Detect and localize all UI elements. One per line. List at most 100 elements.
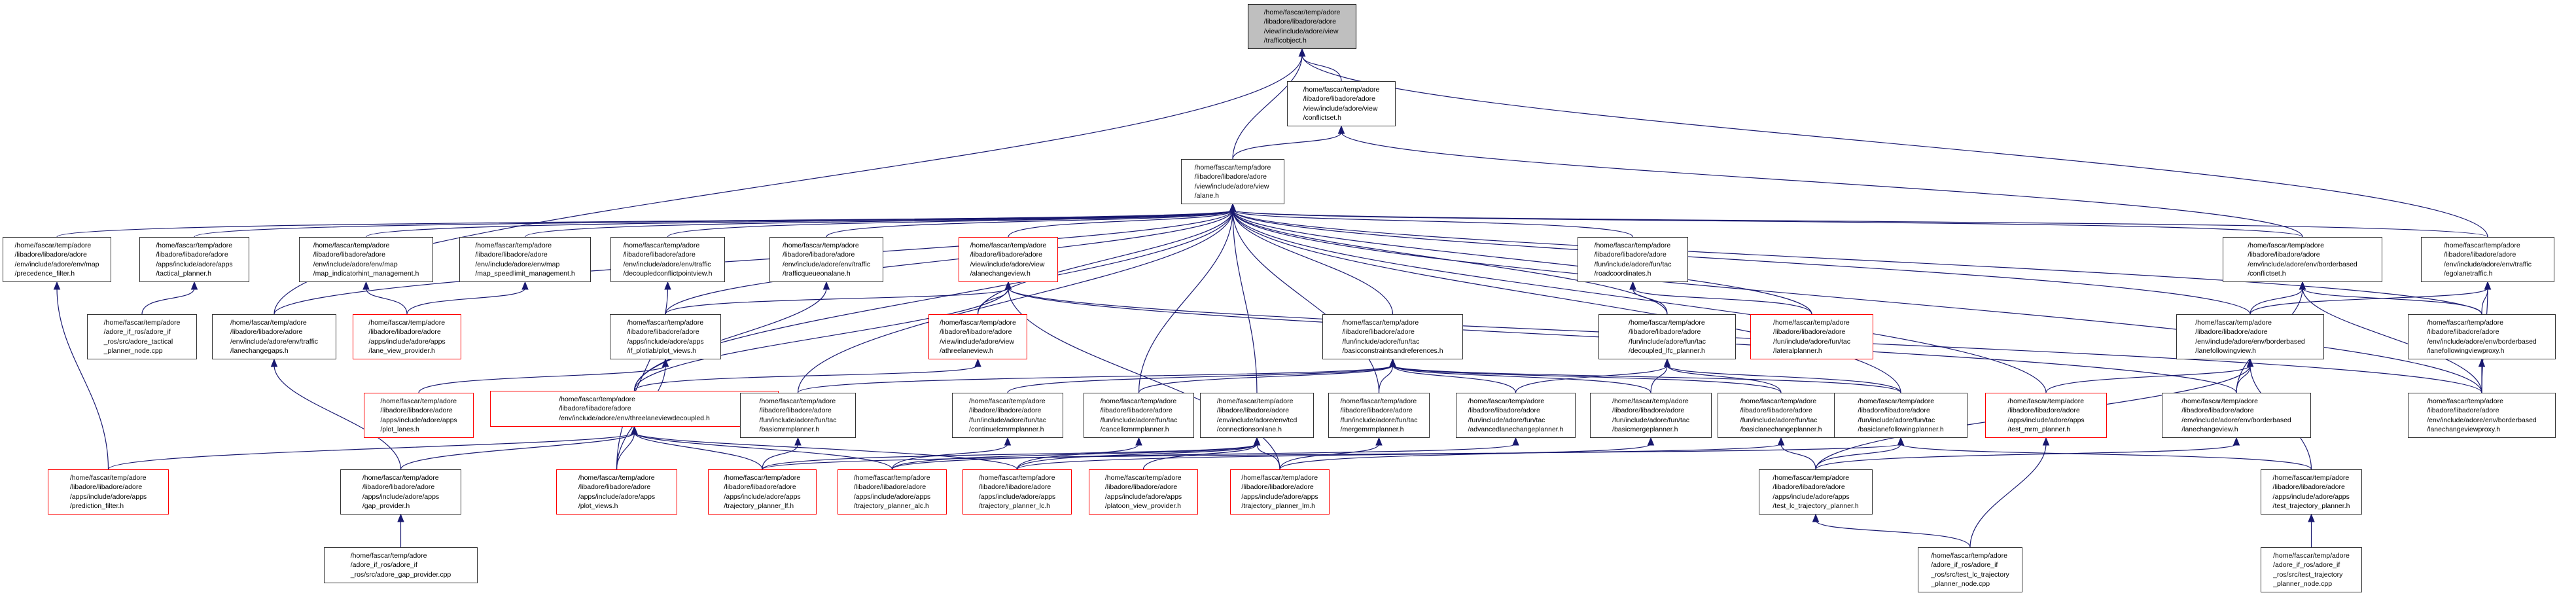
node-label: /home/fascar/temp/adore /libadore/libado…: [1263, 8, 1341, 45]
node-label: /home/fascar/temp/adore /libadore/libado…: [313, 241, 419, 278]
graph-node-basicconstraints[interactable]: /home/fascar/temp/adore /libadore/libado…: [1322, 314, 1463, 359]
node-label: /home/fascar/temp/adore /libadore/libado…: [759, 397, 837, 434]
graph-node-alane[interactable]: /home/fascar/temp/adore /libadore/libado…: [1181, 159, 1284, 204]
graph-node-athreelaneview[interactable]: /home/fascar/temp/adore /libadore/libado…: [928, 314, 1027, 359]
graph-node-test-lc-trajectory-planner[interactable]: /home/fascar/temp/adore /libadore/libado…: [1759, 469, 1873, 515]
dependency-edge: [1138, 365, 1394, 393]
arrowhead-icon: [1375, 437, 1383, 446]
graph-node-if-plotlab-plot-views[interactable]: /home/fascar/temp/adore /libadore/libado…: [610, 314, 721, 359]
dependency-edge: [141, 287, 195, 315]
graph-node-basiclanefollowingplanner[interactable]: /home/fascar/temp/adore /libadore/libado…: [1834, 393, 1967, 438]
dependency-edge: [1780, 443, 1816, 470]
graph-node-threelaneviewdecoupled[interactable]: /home/fascar/temp/adore /libadore/libado…: [490, 391, 779, 427]
dependency-edge: [273, 365, 402, 470]
arrowhead-icon: [362, 281, 370, 290]
graph-node-lateralplanner[interactable]: /home/fascar/temp/adore /libadore/libado…: [1750, 314, 1873, 359]
dependency-edge: [1232, 209, 1901, 393]
graph-node-lanechangeviewproxy[interactable]: /home/fascar/temp/adore /libadore/libado…: [2408, 393, 2556, 438]
graph-node-lanefollowingviewproxy[interactable]: /home/fascar/temp/adore /libadore/libado…: [2408, 314, 2556, 359]
graph-node-lane-view-provider[interactable]: /home/fascar/temp/adore /libadore/libado…: [353, 314, 461, 359]
graph-node-lanefollowingview[interactable]: /home/fascar/temp/adore /libadore/libado…: [2176, 314, 2324, 359]
graph-node-basiclanechangeplanner[interactable]: /home/fascar/temp/adore /libadore/libado…: [1718, 393, 1844, 438]
graph-node-basicmergeplanner[interactable]: /home/fascar/temp/adore /libadore/libado…: [1590, 393, 1712, 438]
graph-node-continuelcmrmplanner[interactable]: /home/fascar/temp/adore /libadore/libado…: [952, 393, 1063, 438]
graph-node-precedence-filter[interactable]: /home/fascar/temp/adore /libadore/libado…: [3, 237, 111, 282]
graph-node-alanechangeview[interactable]: /home/fascar/temp/adore /libadore/libado…: [959, 237, 1058, 282]
graph-node-test-mrm-planner[interactable]: /home/fascar/temp/adore /libadore/libado…: [1985, 393, 2107, 438]
node-label: /home/fascar/temp/adore /libadore/libado…: [1216, 397, 1297, 434]
dependency-edge: [1232, 132, 1342, 160]
dependency-edge: [1279, 443, 1380, 470]
graph-node-conflictset-view[interactable]: /home/fascar/temp/adore /libadore/libado…: [1287, 81, 1396, 126]
dependency-edge: [633, 432, 763, 470]
dependency-edge: [633, 209, 1233, 391]
dependency-edge: [1900, 443, 2312, 470]
graph-node-conflictset-bb[interactable]: /home/fascar/temp/adore /libadore/libado…: [2223, 237, 2382, 282]
arrowhead-icon: [822, 281, 830, 290]
graph-node-tactical-planner[interactable]: /home/fascar/temp/adore /libadore/libado…: [139, 237, 249, 282]
graph-node-egolanetraffic[interactable]: /home/fascar/temp/adore /libadore/libado…: [2421, 237, 2554, 282]
graph-node-plot-lanes[interactable]: /home/fascar/temp/adore /libadore/libado…: [364, 393, 474, 438]
dependency-edge: [633, 432, 893, 470]
arrowhead-icon: [2042, 437, 2050, 446]
dependency-edge: [1341, 132, 2303, 238]
graph-node-roadcoordinates[interactable]: /home/fascar/temp/adore /libadore/libado…: [1578, 237, 1688, 282]
graph-node-trajectory-planner-lc[interactable]: /home/fascar/temp/adore /libadore/libado…: [962, 469, 1072, 515]
node-label: /home/fascar/temp/adore /libadore/libado…: [1740, 397, 1822, 434]
dependency-edge: [1515, 365, 1668, 393]
graph-node-basicmrmplanner[interactable]: /home/fascar/temp/adore /libadore/libado…: [740, 393, 856, 438]
graph-node-decoupledconflictpointview[interactable]: /home/fascar/temp/adore /libadore/libado…: [610, 237, 725, 282]
graph-node-trajectory-planner-alc[interactable]: /home/fascar/temp/adore /libadore/libado…: [838, 469, 947, 515]
arrowhead-icon: [521, 281, 529, 290]
dependency-edge: [1232, 209, 2047, 393]
graph-node-gap-provider-node[interactable]: /home/fascar/temp/adore /adore_if_ros/ad…: [324, 547, 478, 583]
graph-node-lanechangeview[interactable]: /home/fascar/temp/adore /libadore/libado…: [2162, 393, 2311, 438]
dependency-edge: [762, 443, 1258, 470]
arrowhead-icon: [662, 358, 669, 367]
arrowhead-icon: [1337, 125, 1345, 134]
arrowhead-icon: [2478, 358, 2486, 367]
graph-node-trajectory-planner-lf[interactable]: /home/fascar/temp/adore /libadore/libado…: [708, 469, 817, 515]
graph-node-trajectory-planner-lm[interactable]: /home/fascar/temp/adore /libadore/libado…: [1230, 469, 1330, 515]
node-label: /home/fascar/temp/adore /libadore/libado…: [782, 241, 871, 278]
graph-node-cancellcmrmplanner[interactable]: /home/fascar/temp/adore /libadore/libado…: [1084, 393, 1194, 438]
arrowhead-icon: [2246, 358, 2254, 367]
graph-node-test-traj-node[interactable]: /home/fascar/temp/adore /adore_if_ros/ad…: [2261, 547, 2362, 592]
graph-node-lanechangegaps[interactable]: /home/fascar/temp/adore /libadore/libado…: [212, 314, 336, 359]
dependency-edge: [665, 287, 1009, 315]
graph-node-advancedlanechangeplanner[interactable]: /home/fascar/temp/adore /libadore/libado…: [1456, 393, 1576, 438]
dependency-edge: [1650, 365, 1668, 393]
graph-node-gap-provider[interactable]: /home/fascar/temp/adore /libadore/libado…: [340, 469, 461, 515]
graph-node-test-lc-node[interactable]: /home/fascar/temp/adore /adore_if_ros/ad…: [1918, 547, 2022, 592]
graph-node-prediction-filter[interactable]: /home/fascar/temp/adore /libadore/libado…: [48, 469, 169, 515]
dependency-edge: [1232, 209, 1812, 315]
dependency-edge: [1232, 54, 1303, 160]
graph-node-trafficqueueonalane[interactable]: /home/fascar/temp/adore /libadore/libado…: [769, 237, 883, 282]
dependency-edge: [1667, 365, 1782, 393]
graph-node-trafficobject[interactable]: /home/fascar/temp/adore /libadore/libado…: [1248, 4, 1356, 49]
graph-node-map-indicatorhint[interactable]: /home/fascar/temp/adore /libadore/libado…: [299, 237, 433, 282]
graph-node-plot-views[interactable]: /home/fascar/temp/adore /libadore/libado…: [556, 469, 677, 515]
node-label: /home/fascar/temp/adore /libadore/libado…: [978, 473, 1056, 511]
dependency-edge: [1632, 287, 1812, 315]
node-label: /home/fascar/temp/adore /libadore/libado…: [559, 395, 710, 422]
node-label: /home/fascar/temp/adore /libadore/libado…: [627, 318, 704, 355]
graph-node-map-speedlimit[interactable]: /home/fascar/temp/adore /libadore/libado…: [459, 237, 591, 282]
graph-node-tactical-node[interactable]: /home/fascar/temp/adore /adore_if_ros/ad…: [87, 314, 197, 359]
dependency-edge: [891, 443, 1008, 470]
dependency-edge: [273, 209, 1233, 315]
arrowhead-icon: [1004, 437, 1012, 446]
node-label: /home/fascar/temp/adore /libadore/libado…: [2272, 473, 2350, 511]
node-label: /home/fascar/temp/adore /libadore/libado…: [2427, 318, 2537, 355]
graph-node-mergemrmplanner[interactable]: /home/fascar/temp/adore /libadore/libado…: [1328, 393, 1430, 438]
graph-node-decoupled-lfc[interactable]: /home/fascar/temp/adore /libadore/libado…: [1598, 314, 1736, 359]
dependency-edge: [418, 365, 666, 393]
node-label: /home/fascar/temp/adore /adore_if_ros/ad…: [1931, 551, 2009, 588]
graph-node-connectionsonlane[interactable]: /home/fascar/temp/adore /libadore/libado…: [1200, 393, 1314, 438]
dependency-edge: [1232, 209, 2482, 393]
graph-node-platoon-view-provider[interactable]: /home/fascar/temp/adore /libadore/libado…: [1089, 469, 1198, 515]
dependency-edge: [633, 287, 827, 391]
dependency-edge: [1815, 443, 1901, 470]
graph-node-test-trajectory-planner[interactable]: /home/fascar/temp/adore /libadore/libado…: [2261, 469, 2362, 515]
